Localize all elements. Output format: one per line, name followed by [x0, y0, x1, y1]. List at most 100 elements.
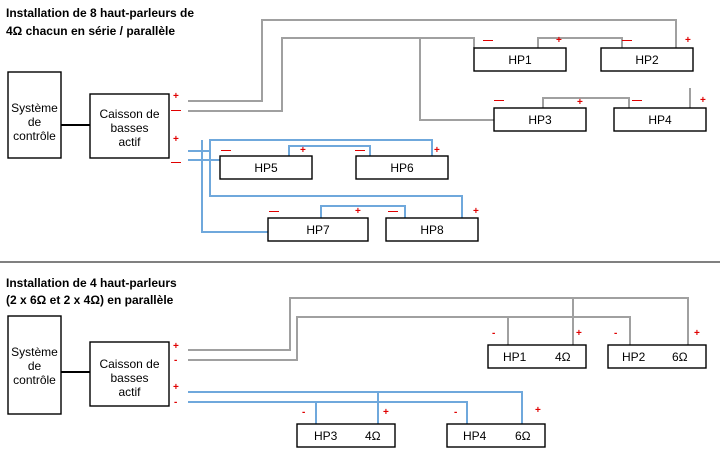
sub-label-2: basses	[110, 121, 148, 135]
control-label-1: Système	[11, 101, 58, 115]
sub-out-plus-bottom: +	[173, 134, 179, 145]
sub-out-plus-bottom: +	[173, 382, 179, 393]
wire-minus	[188, 401, 317, 424]
speaker-label: HP4	[463, 429, 487, 443]
plus-sign: +	[473, 206, 479, 217]
control-system-box	[7, 71, 62, 159]
minus-sign: -	[454, 407, 457, 418]
minus-sign: —	[355, 145, 365, 156]
sub-label-3: actif	[118, 135, 141, 149]
speaker-label: HP4	[648, 113, 672, 127]
sub-label-1: Caisson de	[99, 107, 159, 121]
subwoofer-box	[89, 341, 170, 407]
blue-wiring-bottom	[188, 391, 523, 424]
minus-sign: —	[269, 206, 279, 217]
speaker-label: HP6	[390, 161, 414, 175]
wire-plus-hp8	[209, 140, 463, 220]
speaker-box	[487, 344, 587, 369]
title-line-1: Installation de 4 haut-parleurs	[6, 276, 177, 290]
speaker-label: HP8	[420, 223, 444, 237]
wire-hp4-minus	[316, 401, 468, 424]
speaker-hp1: HP1 — +	[473, 35, 567, 72]
speaker-hp3: HP3 — +	[493, 95, 587, 132]
wire-hp1-hp2	[537, 37, 623, 48]
speaker-impedance: 4Ω	[555, 350, 571, 364]
sub-label-1: Caisson de	[99, 357, 159, 371]
minus-sign: —	[483, 35, 493, 46]
speaker-box	[219, 155, 313, 180]
speaker-box	[613, 107, 707, 132]
speaker-impedance: 4Ω	[365, 429, 381, 443]
speaker-box	[493, 107, 587, 132]
speaker-box	[355, 155, 449, 180]
sub-label-3: actif	[118, 385, 141, 399]
speaker-label: HP1	[503, 350, 527, 364]
speaker-label: HP2	[622, 350, 646, 364]
control-label-2: de	[28, 359, 42, 373]
speaker-label: HP3	[314, 429, 338, 443]
speaker-hp2: HP2 6Ω - +	[607, 328, 707, 369]
title-line-2: (2 x 6Ω et 2 x 4Ω) en parallèle	[6, 293, 174, 307]
speaker-impedance: 6Ω	[515, 429, 531, 443]
title-line-2: 4Ω chacun en série / parallèle	[6, 24, 175, 38]
diagram-4-speakers: Installation de 4 haut-parleurs (2 x 6Ω …	[6, 276, 707, 448]
blue-wiring-bottom	[188, 139, 463, 233]
speaker-impedance: 6Ω	[672, 350, 688, 364]
minus-sign: —	[632, 95, 642, 106]
speaker-box	[296, 423, 396, 448]
minus-sign: —	[494, 95, 504, 106]
speaker-hp4: HP4 6Ω - +	[446, 405, 546, 448]
speaker-box	[473, 47, 567, 72]
sub-label-2: basses	[110, 371, 148, 385]
control-label-3: contrôle	[13, 129, 56, 143]
speaker-hp8: HP8 — +	[385, 206, 479, 242]
sub-out-minus-bottom: —	[171, 157, 181, 168]
wire-minus-hp7	[201, 140, 268, 233]
wire-plus	[188, 297, 689, 351]
control-label-2: de	[28, 115, 42, 129]
plus-sign: +	[383, 407, 389, 418]
wire-minus-hp3	[282, 37, 494, 121]
title-line-1: Installation de 8 haut-parleurs de	[6, 6, 194, 20]
speaker-box	[607, 344, 707, 369]
sub-out-plus-top: +	[173, 341, 179, 352]
speaker-hp2: HP2 — +	[600, 35, 694, 72]
plus-sign: +	[355, 206, 361, 217]
minus-sign: -	[492, 328, 495, 339]
plus-sign: +	[577, 97, 583, 108]
minus-sign: —	[388, 206, 398, 217]
minus-sign: —	[622, 35, 632, 46]
plus-sign: +	[556, 35, 562, 46]
speaker-box	[446, 423, 546, 448]
speaker-box	[267, 217, 369, 242]
plus-sign: +	[700, 95, 706, 106]
wire-hp5-hp6	[288, 145, 371, 160]
control-label-3: contrôle	[13, 373, 56, 387]
plus-sign: +	[300, 145, 306, 156]
diagram-8-speakers: Installation de 8 haut-parleurs de 4Ω ch…	[6, 6, 707, 242]
speaker-label: HP2	[635, 53, 659, 67]
wire-plus-top	[188, 19, 677, 102]
wire-hp3-hp4	[542, 97, 630, 108]
plus-sign: +	[535, 405, 541, 416]
speaker-box	[600, 47, 694, 72]
control-system-box	[7, 315, 62, 415]
wire-plus	[188, 391, 523, 424]
minus-sign: —	[221, 145, 231, 156]
sub-out-plus-top: +	[173, 91, 179, 102]
speaker-hp7: HP7 — +	[267, 206, 369, 242]
sub-out-minus-top: —	[171, 105, 181, 116]
speaker-label: HP7	[306, 223, 330, 237]
wire-minus	[188, 316, 631, 361]
plus-sign: +	[694, 328, 700, 339]
subwoofer-box	[89, 93, 170, 159]
speaker-label: HP5	[254, 161, 278, 175]
speaker-hp5: HP5 — +	[219, 145, 313, 180]
speaker-hp4: HP4 — +	[613, 95, 707, 132]
wire-hp7-hp8	[320, 205, 406, 220]
speaker-hp1: HP1 4Ω - +	[487, 328, 587, 369]
speaker-box	[385, 217, 479, 242]
sub-out-minus-top: -	[174, 355, 177, 366]
speaker-hp6: HP6 — +	[355, 145, 449, 180]
